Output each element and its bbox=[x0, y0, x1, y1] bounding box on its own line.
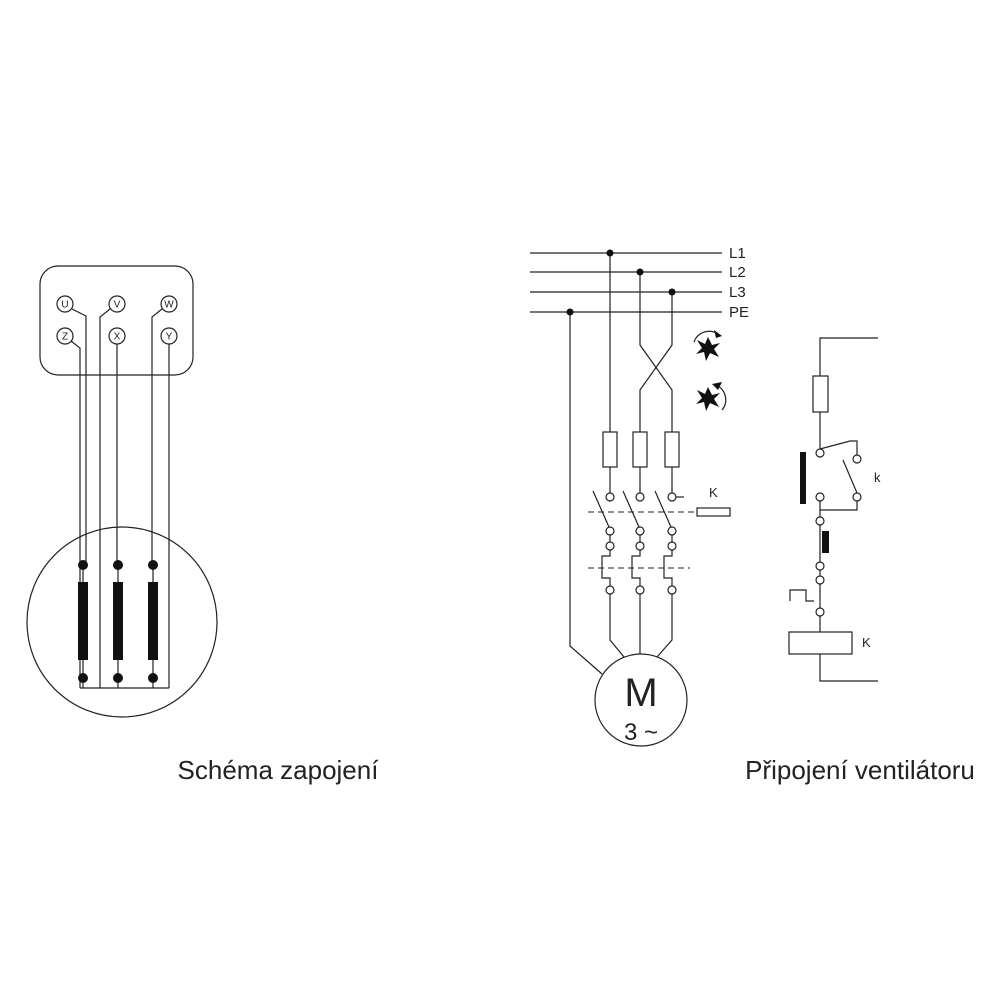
winding-2-top-node bbox=[113, 560, 123, 570]
fuse-a bbox=[602, 431, 618, 468]
terminal-x bbox=[108, 327, 126, 345]
fan-hub bbox=[703, 344, 713, 354]
terminal-u bbox=[56, 295, 74, 313]
contact-a-bottom bbox=[605, 526, 615, 536]
power-circuit: L1 L2 L3 PE bbox=[530, 245, 749, 747]
motor-lead-a bbox=[609, 594, 625, 658]
bus-l2-label: L2 bbox=[729, 264, 746, 281]
overload-contact-symbol bbox=[789, 589, 814, 602]
winding-3-top-node bbox=[148, 560, 158, 570]
terminal-x-label: X bbox=[114, 332, 121, 343]
overload-a-top bbox=[605, 541, 615, 551]
contact-a-top bbox=[605, 492, 615, 502]
holding-branch-bottom bbox=[820, 501, 858, 511]
overload-contact-bottom bbox=[815, 607, 825, 617]
holding-contact-top bbox=[852, 454, 862, 464]
terminal-y-label: Y bbox=[166, 332, 173, 343]
start-button-actuator bbox=[800, 452, 806, 504]
terminal-w-label: W bbox=[164, 300, 174, 311]
winding-1-top-node bbox=[78, 560, 88, 570]
holding-contact-blade bbox=[842, 459, 858, 494]
motor-symbol bbox=[594, 653, 688, 747]
caption-connection: Připojení ventilátoru bbox=[745, 755, 975, 785]
wire-z bbox=[70, 340, 81, 688]
terminal-z bbox=[56, 327, 74, 345]
junction-l1 bbox=[606, 249, 614, 257]
control-fuse bbox=[812, 375, 829, 413]
overload-contact-top bbox=[815, 575, 825, 585]
terminal-w bbox=[160, 295, 178, 313]
stop-button-actuator bbox=[822, 531, 829, 553]
junction-l3 bbox=[668, 288, 676, 296]
terminal-u-label: U bbox=[61, 300, 68, 311]
contactor-label: K bbox=[709, 485, 718, 500]
terminal-v bbox=[108, 295, 126, 313]
contactor-coil bbox=[788, 631, 853, 655]
wire-u bbox=[71, 308, 87, 565]
overload-a-bottom bbox=[605, 585, 615, 595]
fan-rotation-icon bbox=[693, 330, 722, 361]
rotation-arrowhead bbox=[712, 382, 722, 390]
bus-l1-label: L1 bbox=[729, 245, 746, 262]
fan-reverse-rotation-icon bbox=[696, 382, 727, 411]
rotation-arrowhead bbox=[714, 330, 722, 338]
contact-c-blade bbox=[622, 490, 640, 528]
winding-2 bbox=[113, 582, 123, 660]
stop-button-top bbox=[815, 516, 825, 526]
bus-pe-label: PE bbox=[729, 304, 749, 321]
contact-c-top bbox=[635, 492, 645, 502]
overload-c-top bbox=[635, 541, 645, 551]
overload-b-top bbox=[667, 541, 677, 551]
winding-1-bottom-node bbox=[78, 673, 88, 683]
motor-housing bbox=[26, 526, 218, 718]
holding-branch-top bbox=[819, 440, 858, 455]
holding-contact-bottom bbox=[852, 492, 862, 502]
contact-b-blade bbox=[654, 490, 672, 528]
control-circuit: k K bbox=[788, 337, 881, 682]
winding-schematic: U V W Z X Y bbox=[26, 265, 218, 718]
control-return bbox=[819, 654, 878, 682]
winding-1 bbox=[78, 582, 88, 660]
junction-pe bbox=[566, 308, 574, 316]
fan-hub bbox=[703, 394, 713, 404]
pe-conductor bbox=[569, 312, 603, 675]
overload-a-element bbox=[601, 550, 611, 586]
overload-c-element bbox=[631, 550, 641, 586]
coil-label: K bbox=[862, 635, 871, 650]
start-button-top bbox=[815, 448, 825, 458]
motor-lead-b bbox=[656, 594, 673, 658]
start-button-bottom bbox=[815, 492, 825, 502]
terminal-y bbox=[160, 327, 178, 345]
overload-b-bottom bbox=[667, 585, 677, 595]
winding-3-bottom-node bbox=[148, 673, 158, 683]
stop-button-bottom bbox=[815, 561, 825, 571]
fuse-b bbox=[664, 431, 680, 468]
contactor-actuator bbox=[696, 507, 731, 517]
overload-c-bottom bbox=[635, 585, 645, 595]
bus-l3-label: L3 bbox=[729, 284, 746, 301]
overload-b-element bbox=[663, 550, 673, 586]
junction-l2 bbox=[636, 268, 644, 276]
motor-letter: M bbox=[624, 671, 657, 715]
terminal-v-label: V bbox=[114, 300, 121, 311]
contact-a-blade bbox=[592, 490, 610, 528]
motor-phase: 3 ~ bbox=[624, 719, 658, 746]
wire-w bbox=[151, 308, 163, 565]
phase-c-feed bbox=[639, 292, 673, 432]
wire-v bbox=[99, 308, 111, 688]
holding-contact-label: k bbox=[874, 470, 881, 485]
terminal-z-label: Z bbox=[62, 332, 68, 343]
contact-b-top bbox=[667, 492, 677, 502]
winding-2-bottom-node bbox=[113, 673, 123, 683]
fuse-c bbox=[632, 431, 648, 468]
contact-b-bottom bbox=[667, 526, 677, 536]
caption-winding: Schéma zapojení bbox=[178, 755, 380, 785]
contact-c-bottom bbox=[635, 526, 645, 536]
winding-3 bbox=[148, 582, 158, 660]
control-supply bbox=[819, 337, 878, 376]
